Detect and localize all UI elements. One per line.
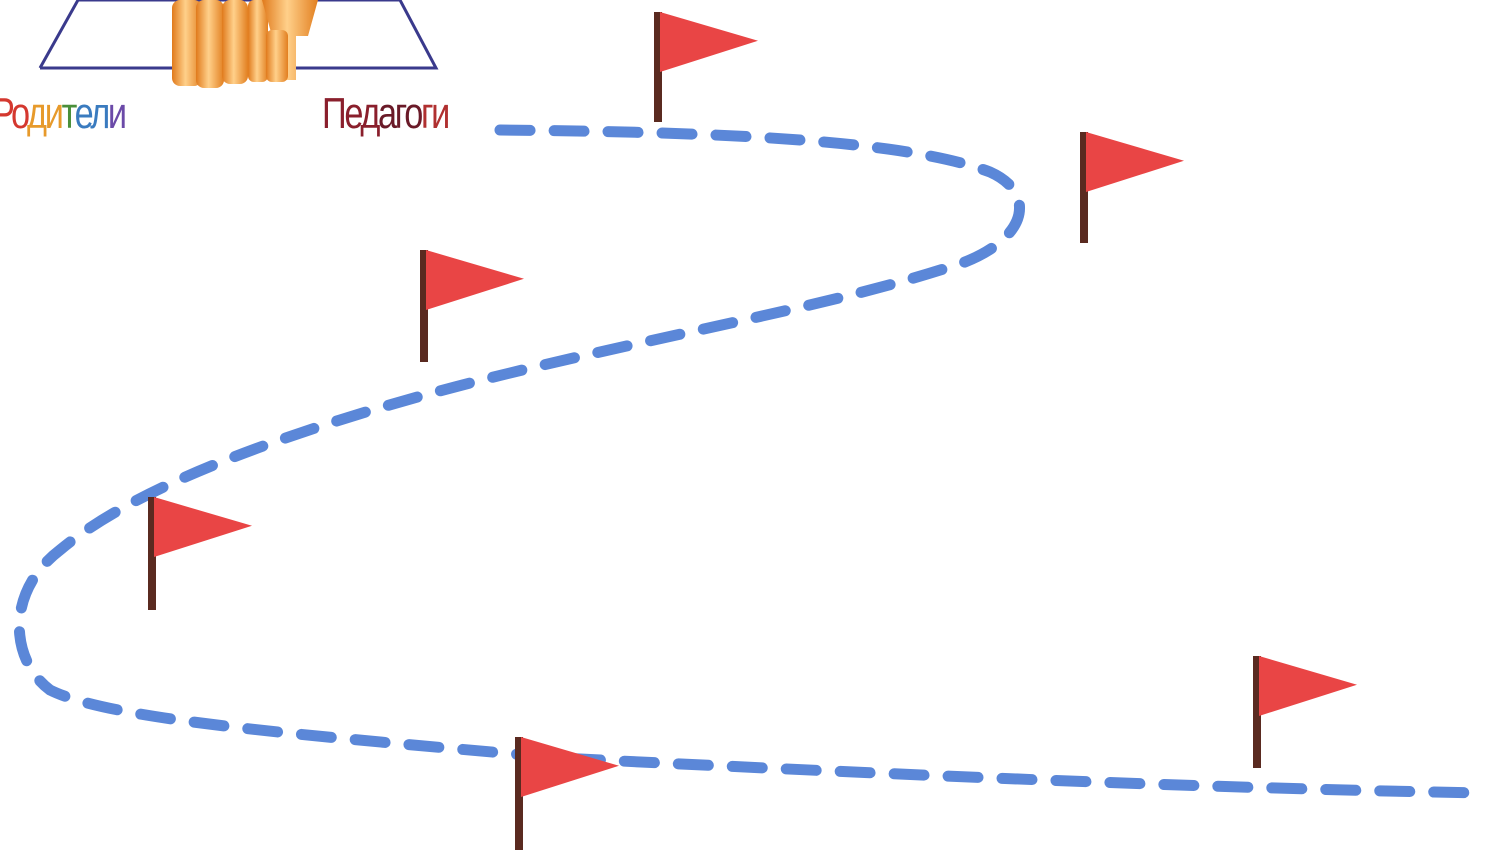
flag-icon (148, 497, 252, 610)
flag-icon (515, 737, 619, 850)
flag-icon (654, 12, 758, 122)
dashed-route (13, 124, 1485, 799)
flags-group (148, 12, 1357, 850)
flag-icon (1253, 656, 1357, 768)
triangle-outline (38, 0, 439, 70)
flag-icon (420, 250, 524, 362)
family-figure-icon (172, 0, 318, 88)
flag-icon (1080, 132, 1184, 243)
parents-label: Родители (0, 89, 127, 138)
teachers-label: Педагоги (322, 89, 450, 138)
